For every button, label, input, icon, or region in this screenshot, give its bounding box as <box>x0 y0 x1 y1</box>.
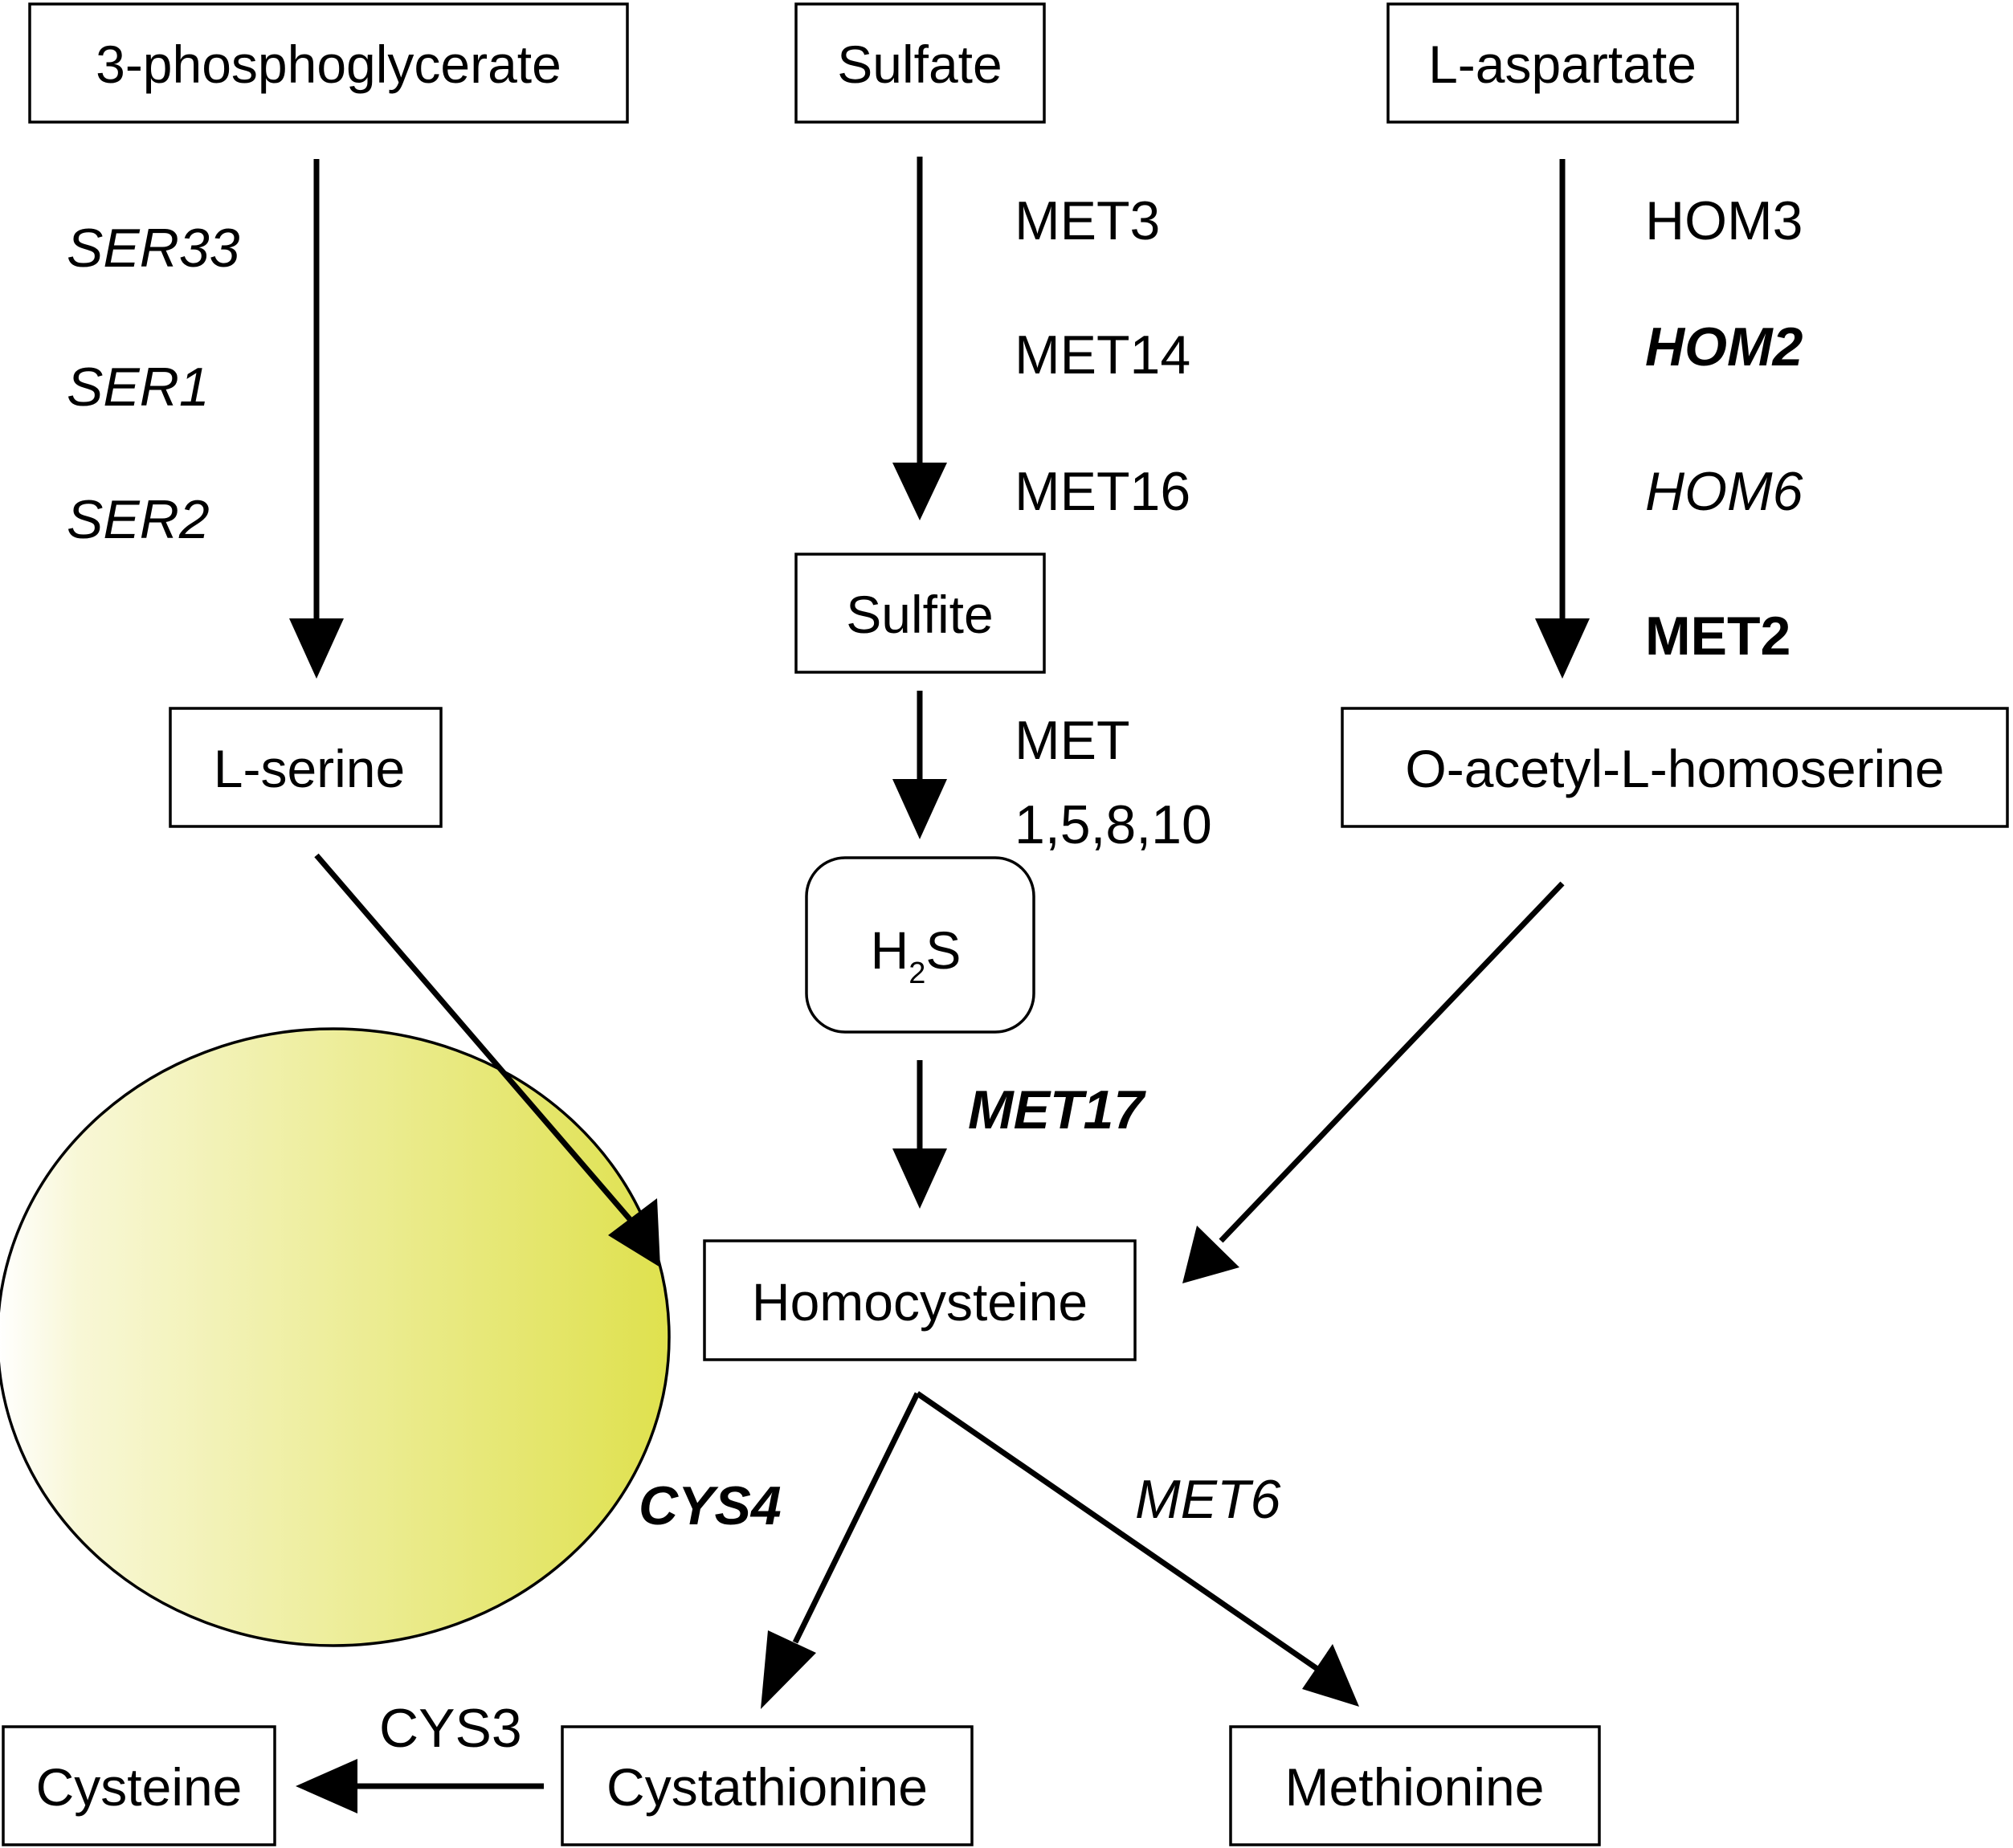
gene-label-met17: MET17 <box>968 1079 1146 1140</box>
node-label: L-aspartate <box>1428 35 1697 94</box>
arrow-serine-to-cys4 <box>314 853 660 1267</box>
gene-label-cys3: CYS3 <box>379 1698 522 1759</box>
arrow-cystathionine-to-cysteine <box>296 1759 544 1813</box>
node-l-serine: L-serine <box>169 707 443 828</box>
gene-label-met-2: 1,5,8,10 <box>1015 794 1212 855</box>
arrow-phosphoglycerate-to-serine <box>289 159 344 679</box>
node-cystathionine: Cystathionine <box>561 1725 974 1846</box>
node-label: Methionine <box>1285 1757 1545 1817</box>
node-label: Sulfite <box>846 585 993 644</box>
gene-label-met-1: MET <box>1015 710 1130 771</box>
node-homocysteine: Homocysteine <box>703 1239 1137 1361</box>
arrow-sulfate-to-sulfite <box>892 157 947 520</box>
node-3-phosphoglycerate: 3-phosphoglycerate <box>28 2 629 124</box>
node-cysteine: Cysteine <box>2 1725 276 1846</box>
gene-label-hom6: HOM6 <box>1645 461 1803 522</box>
node-l-aspartate: L-aspartate <box>1386 2 1739 124</box>
node-label: 3-phosphoglycerate <box>96 35 561 94</box>
cys4-ellipse <box>0 1027 671 1647</box>
arrow-aspartate-to-acetylhomoserine <box>1535 159 1590 679</box>
gene-label-met14: MET14 <box>1015 324 1190 386</box>
node-label: Cysteine <box>36 1757 243 1817</box>
gene-label-ser2: SER2 <box>67 489 210 550</box>
node-sulfate: Sulfate <box>794 2 1046 124</box>
node-methionine: Methionine <box>1229 1725 1601 1846</box>
node-label: Cystathionine <box>606 1757 928 1817</box>
arrow-homocysteine-to-methionine <box>916 1391 1359 1707</box>
gene-label-met6: MET6 <box>1135 1469 1281 1530</box>
gene-label-ser33: SER33 <box>67 218 240 279</box>
node-o-acetyl-l-homoserine: O-acetyl-L-homoserine <box>1341 707 2009 828</box>
h2s-s: S <box>925 920 961 980</box>
svg-text:H2S: H2S <box>871 920 962 990</box>
gene-label-met3: MET3 <box>1015 190 1160 251</box>
node-label: L-serine <box>214 739 405 798</box>
gene-label-cys4: CYS4 <box>639 1475 782 1536</box>
arrow-homocysteine-to-cystathionine <box>761 1392 921 1709</box>
gene-label-hom2: HOM2 <box>1645 316 1803 377</box>
h2s-subscript: 2 <box>909 957 925 990</box>
node-label: Homocysteine <box>752 1272 1088 1332</box>
h2s-h: H <box>871 920 909 980</box>
node-label: Sulfate <box>837 35 1002 94</box>
arrow-acetylhomoserine-to-homocysteine <box>1182 881 1565 1283</box>
arrow-h2s-to-homocysteine <box>892 1060 947 1209</box>
node-h2s: H2S <box>805 856 1035 1034</box>
node-sulfite: Sulfite <box>794 553 1046 674</box>
gene-label-met16: MET16 <box>1015 461 1190 522</box>
gene-label-met2: MET2 <box>1645 606 1790 667</box>
gene-label-ser1: SER1 <box>67 357 210 418</box>
gene-label-hom3: HOM3 <box>1645 190 1803 251</box>
node-label: O-acetyl-L-homoserine <box>1405 739 1944 798</box>
arrow-sulfite-to-h2s <box>892 691 947 839</box>
